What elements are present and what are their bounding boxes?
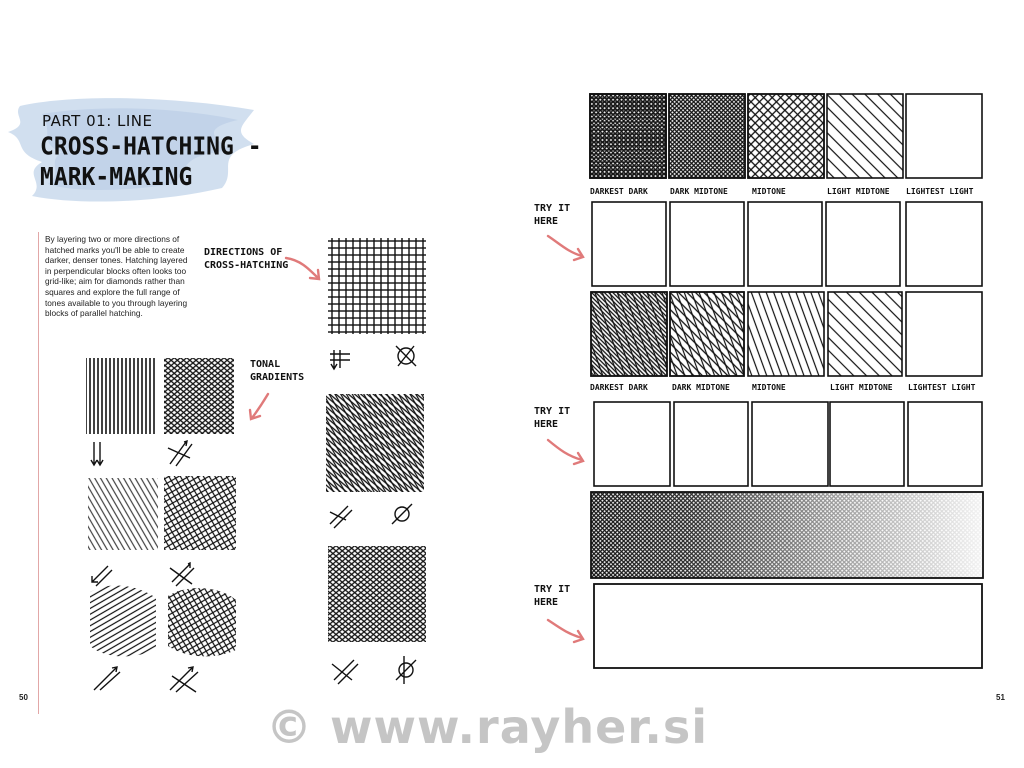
accent-arrows-left — [248, 256, 321, 421]
annotation-directions: DIRECTIONS OF CROSS-HATCHING — [204, 246, 288, 272]
annotation-directions-line-1: DIRECTIONS OF — [204, 247, 283, 258]
margin-rule — [38, 232, 39, 714]
page-number-right: 51 — [996, 693, 1005, 702]
continuous-gradient-bar — [590, 491, 984, 579]
crosshatch-dense-swatch — [326, 394, 424, 492]
page-number-left: 50 — [19, 693, 28, 702]
try-it-line-2: HERE — [534, 597, 559, 608]
annotation-tonal-line-1: TONAL — [250, 359, 281, 370]
try-it-here-3: TRY IT HERE — [534, 583, 570, 609]
left-page: PART 01: LINE CROSS-HATCHING - MARK-MAKI… — [8, 98, 426, 714]
try-it-line-2: HERE — [534, 216, 559, 227]
title-line-1: CROSS-HATCHING - — [40, 133, 262, 162]
intro-paragraph: By layering two or more directions of ha… — [45, 234, 188, 319]
example-tone-row-2 — [590, 291, 983, 377]
practice-gradient-bar[interactable] — [593, 583, 983, 669]
crosshatch-grid-swatch — [328, 238, 426, 334]
tonal-swatch-curved — [90, 585, 156, 657]
direction-glyphs-left — [90, 439, 199, 693]
tone-label-lightest-light-1: LIGHTEST LIGHT — [906, 187, 974, 196]
tone-label-midtone-2: MIDTONE — [752, 383, 786, 392]
watermark: © www.rayher.si — [266, 700, 709, 754]
page-title: CROSS-HATCHING - MARK-MAKING — [40, 132, 262, 192]
try-it-here-2: TRY IT HERE — [534, 405, 570, 431]
try-it-line-1: TRY IT — [534, 584, 571, 595]
tonal-swatch-diagonal-dense — [164, 476, 236, 550]
tone-label-darkest-dark-2: DARKEST DARK — [590, 383, 648, 392]
tone-label-dark-midtone-1: DARK MIDTONE — [670, 187, 728, 196]
try-it-line-2: HERE — [534, 419, 559, 430]
tone-label-darkest-dark-1: DARKEST DARK — [590, 187, 648, 196]
tone-label-light-midtone-2: LIGHT MIDTONE — [830, 383, 893, 392]
tonal-swatch-crossed — [164, 358, 234, 434]
left-illustrations — [86, 238, 426, 693]
practice-row-2[interactable] — [593, 401, 983, 487]
tonal-swatch-vertical — [86, 358, 156, 434]
title-line-2: MARK-MAKING — [40, 163, 193, 192]
right-page: DARKEST DARK DARK MIDTONE MIDTONE LIGHT … — [512, 0, 1024, 768]
annotation-directions-line-2: CROSS-HATCHING — [204, 260, 289, 271]
right-worksheet — [546, 93, 984, 669]
part-label: PART 01: LINE — [42, 112, 153, 130]
crosshatch-diamond-swatch — [328, 546, 426, 642]
try-it-line-1: TRY IT — [534, 203, 571, 214]
example-tone-row-1 — [589, 93, 983, 179]
tonal-swatch-diagonal-light — [88, 478, 158, 550]
tone-label-dark-midtone-2: DARK MIDTONE — [672, 383, 730, 392]
tone-label-lightest-light-2: LIGHTEST LIGHT — [908, 383, 976, 392]
annotation-tonal-line-2: GRADIENTS — [250, 372, 305, 383]
tone-label-light-midtone-1: LIGHT MIDTONE — [827, 187, 890, 196]
practice-row-1[interactable] — [591, 201, 983, 287]
try-it-here-1: TRY IT HERE — [534, 202, 570, 228]
accent-arrows-right — [546, 234, 585, 644]
try-it-line-1: TRY IT — [534, 406, 571, 417]
tone-label-midtone-1: MIDTONE — [752, 187, 786, 196]
direction-glyphs-right — [329, 345, 417, 685]
tonal-swatch-curved-crossed — [168, 588, 236, 657]
watercolor-brush-stroke — [8, 98, 254, 202]
annotation-tonal-gradients: TONAL GRADIENTS — [250, 358, 304, 384]
